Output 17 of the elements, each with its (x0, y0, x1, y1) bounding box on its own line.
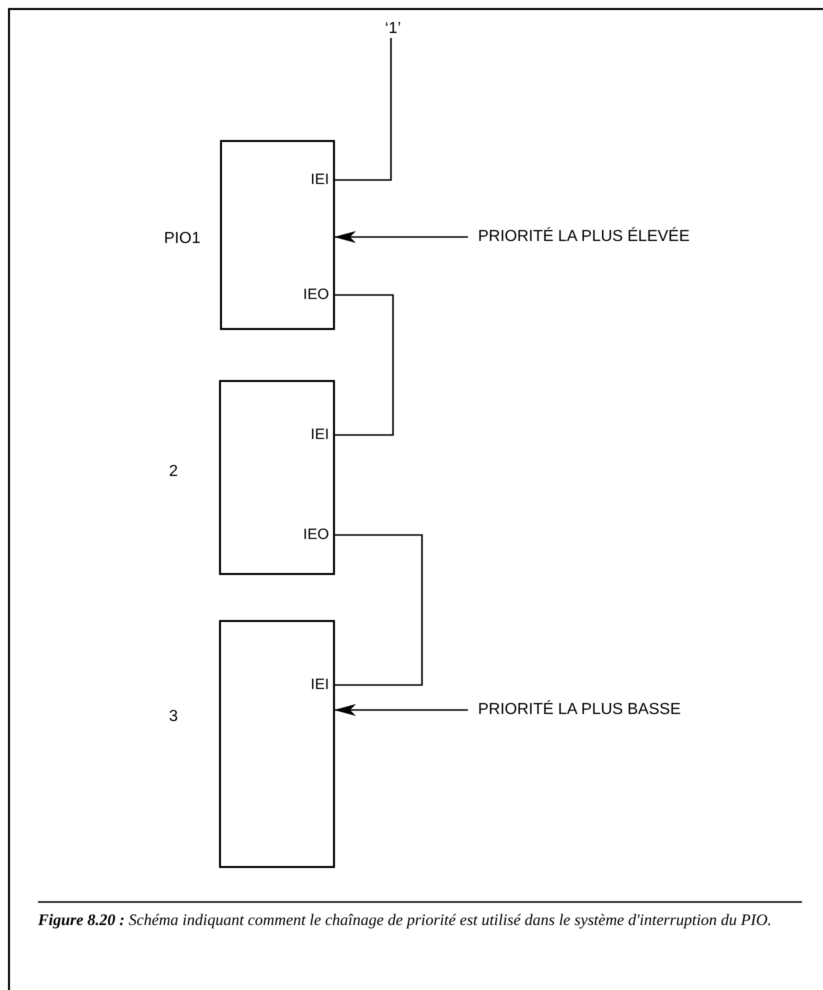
pin-label: IEO (303, 526, 329, 544)
signal-label: ‘1’ (378, 18, 408, 38)
arrow (334, 231, 468, 243)
pin-label: IEI (310, 676, 329, 694)
pin-label: IEO (303, 286, 329, 304)
chip-name: 3 (169, 707, 178, 727)
signal-label: PRIORITÉ LA PLUS ÉLEVÉE (478, 226, 778, 248)
chip-name: 2 (169, 462, 178, 482)
connector-line (335, 38, 392, 181)
figure-caption: Figure 8.20 : Schéma indiquant comment le chaînage de priorité est utilisé dans le système d'interruption du PIO. (38, 911, 773, 931)
arrow (334, 704, 468, 716)
connector-line (335, 294, 394, 436)
chip-name: PIO1 (164, 229, 200, 249)
signal-label: PRIORITÉ LA PLUS BASSE (478, 699, 778, 721)
pin-label: IEI (310, 171, 329, 189)
connector-line (335, 534, 423, 686)
pin-label: IEI (310, 426, 329, 444)
